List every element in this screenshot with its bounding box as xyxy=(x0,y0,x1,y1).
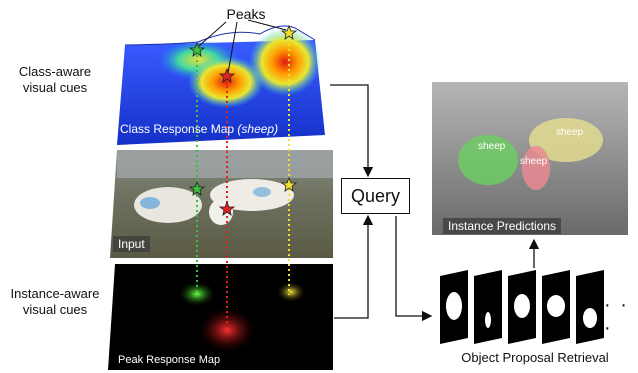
peak-stars xyxy=(188,24,298,216)
sheep-label-green: sheep xyxy=(478,141,506,152)
class-response-map xyxy=(117,25,325,145)
instance-predictions-caption: Instance Predictions xyxy=(443,218,562,234)
ellipsis: · · · xyxy=(604,294,629,339)
input-caption: Input xyxy=(113,236,150,252)
peak-response-map xyxy=(108,264,333,370)
peaks-label: Peaks xyxy=(226,6,266,22)
flow-arrows xyxy=(330,84,540,322)
sheep-label-yellow: sheep xyxy=(556,127,584,138)
query-box: Query xyxy=(341,178,410,214)
input-yellow-star xyxy=(280,176,298,192)
crm-caption-text: Class Response Map xyxy=(120,122,235,136)
peak-red-star xyxy=(218,67,236,83)
peak-connectors xyxy=(196,34,290,325)
peak-yellow-star xyxy=(280,24,298,40)
instance-predictions-image xyxy=(432,82,628,235)
input-image xyxy=(110,150,333,258)
peaks-callout xyxy=(198,19,287,74)
class-aware-label: Class-aware visual cues xyxy=(18,64,92,95)
peak-green-star xyxy=(188,41,206,57)
sheep-label-pink: sheep xyxy=(520,156,548,167)
retrieval-label: Object Proposal Retrieval xyxy=(461,350,609,365)
proposal-masks xyxy=(440,270,604,344)
crm-caption: Class Response Map (sheep) xyxy=(120,122,278,136)
input-red-star xyxy=(218,200,236,216)
input-green-star xyxy=(188,180,206,196)
crm-caption-class: (sheep) xyxy=(237,122,279,136)
prm-caption: Peak Response Map xyxy=(118,354,221,366)
instance-aware-label: Instance-aware visual cues xyxy=(10,286,100,317)
